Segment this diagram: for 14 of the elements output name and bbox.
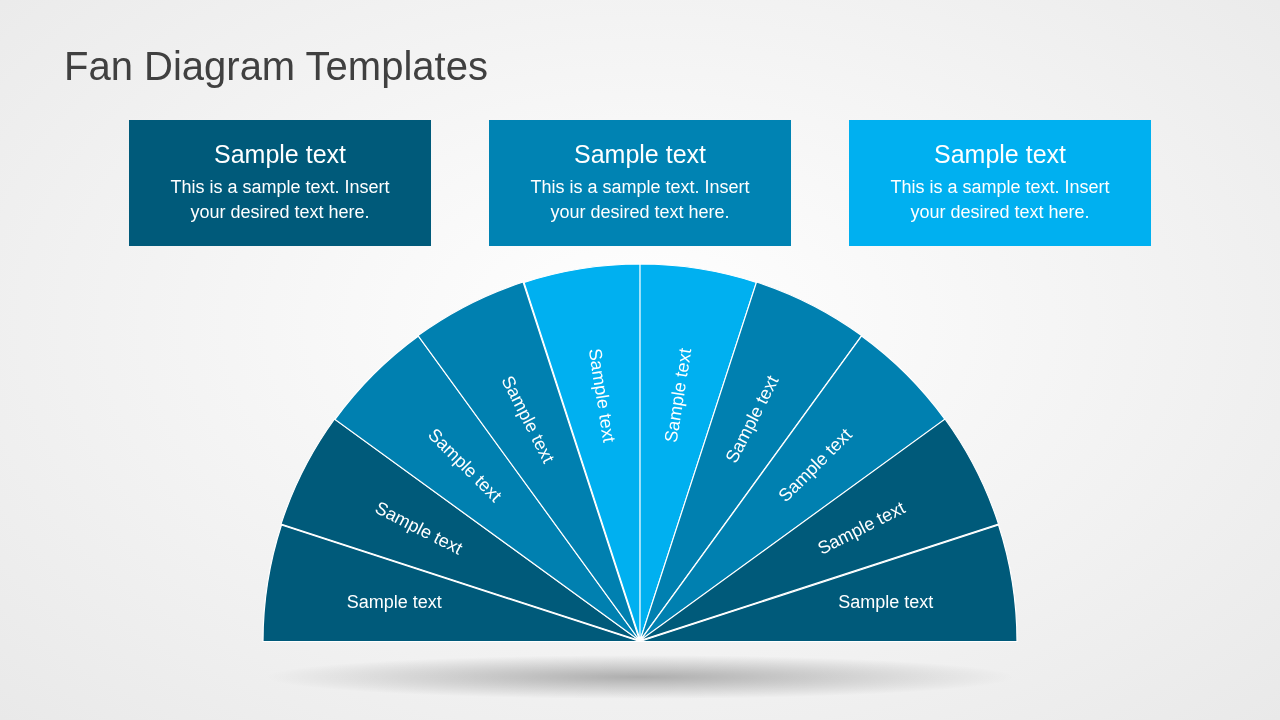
text-card xyxy=(489,120,791,246)
segment-label: Sample text xyxy=(583,346,619,444)
card-body: This is a sample text. Insert your desired text here. xyxy=(529,176,751,224)
segment-label: Sample text xyxy=(661,346,697,444)
slide-title: Fan Diagram Templates xyxy=(64,44,488,89)
text-card xyxy=(849,120,1151,246)
card-heading: Sample text xyxy=(573,140,707,169)
text-card xyxy=(129,120,431,246)
card-body: This is a sample text. Insert your desired text here. xyxy=(169,176,391,224)
card-heading: Sample text xyxy=(213,140,347,169)
segment-label: Sample text xyxy=(346,591,442,613)
card-heading: Sample text xyxy=(933,140,1067,169)
segment-label: Sample text xyxy=(838,591,934,613)
card-body: This is a sample text. Insert your desired text here. xyxy=(889,176,1111,224)
